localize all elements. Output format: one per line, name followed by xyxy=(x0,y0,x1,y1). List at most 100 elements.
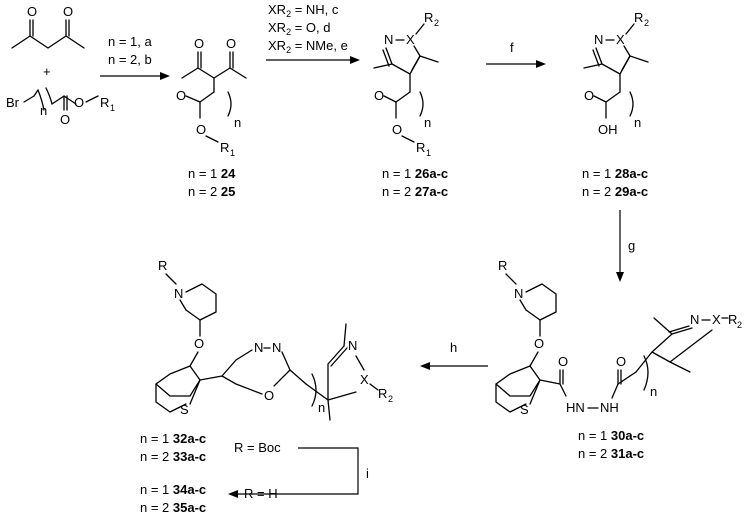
svg-text:X: X xyxy=(616,32,625,47)
svg-text:n: n xyxy=(234,115,241,130)
svg-text:OH: OH xyxy=(598,122,618,137)
svg-text:1: 1 xyxy=(230,148,235,158)
svg-text:S: S xyxy=(520,402,529,417)
svg-text:n = 2 29a-c: n = 2 29a-c xyxy=(582,184,648,199)
svg-text:O: O xyxy=(374,88,384,103)
svg-text:n = 2 25: n = 2 25 xyxy=(188,184,235,199)
svg-text:n = 2 31a-c: n = 2 31a-c xyxy=(578,446,644,461)
svg-text:N: N xyxy=(514,286,523,301)
svg-text:O: O xyxy=(584,88,594,103)
plus-sign: + xyxy=(43,64,51,79)
compound-label-34: n = 1 34a-c xyxy=(140,482,206,497)
svg-text:N: N xyxy=(254,340,263,355)
svg-text:O: O xyxy=(226,36,236,51)
svg-text:X: X xyxy=(406,32,415,47)
acetylacetone-structure: O O xyxy=(11,4,85,49)
svg-text:X: X xyxy=(712,312,721,327)
compound-label-25: n = 2 25 xyxy=(188,184,235,199)
reaction-arrow-i xyxy=(236,447,359,495)
compound-label-35: n = 2 35a-c xyxy=(140,500,206,515)
compound-24-25-structure: O O n O O R 1 xyxy=(176,36,247,158)
svg-text:n = 1 34a-c: n = 1 34a-c xyxy=(140,482,206,497)
repeat-n: n xyxy=(40,103,47,118)
compound-label-29: n = 2 29a-c xyxy=(582,184,648,199)
svg-text:N: N xyxy=(690,312,699,327)
svg-text:n: n xyxy=(424,115,431,130)
svg-text:1: 1 xyxy=(110,103,115,113)
svg-text:R: R xyxy=(498,258,507,273)
svg-text:n = 2 27a-c: n = 2 27a-c xyxy=(382,184,448,199)
svg-text:O: O xyxy=(264,388,274,403)
svg-text:R: R xyxy=(424,10,433,25)
condition-h: h xyxy=(450,340,457,355)
svg-text:2: 2 xyxy=(388,394,393,404)
svg-text:O: O xyxy=(616,354,626,369)
condition-e: XR2 = NMe, e xyxy=(268,38,348,55)
condition-n1-a: n = 1, a xyxy=(108,34,152,49)
svg-text:O: O xyxy=(196,122,206,137)
svg-text:O: O xyxy=(558,354,568,369)
atom-o: O xyxy=(27,4,37,19)
arrowhead xyxy=(420,362,430,370)
svg-text:N: N xyxy=(594,32,603,47)
compound-label-33: n = 2 33a-c xyxy=(140,449,206,464)
svg-text:n = 1 26a-c: n = 1 26a-c xyxy=(382,166,448,181)
svg-text:n = 1 32a-c: n = 1 32a-c xyxy=(140,431,206,446)
r-group-h: R = H xyxy=(244,486,278,501)
bromoester-structure: Br n O O R 1 xyxy=(6,87,115,127)
compound-label-26: n = 1 26a-c xyxy=(382,166,448,181)
svg-text:2: 2 xyxy=(737,320,742,330)
svg-text:N: N xyxy=(174,286,183,301)
compound-label-30: n = 1 30a-c xyxy=(578,428,644,443)
svg-text:n = 2 35a-c: n = 2 35a-c xyxy=(140,500,206,515)
svg-text:n: n xyxy=(650,384,657,399)
arrowhead xyxy=(616,272,624,282)
svg-text:R: R xyxy=(634,10,643,25)
atom-o: O xyxy=(74,95,84,110)
atom-br: Br xyxy=(6,95,20,110)
condition-f: f xyxy=(510,40,514,55)
svg-text:R: R xyxy=(220,140,229,155)
arrowhead xyxy=(536,60,546,68)
arrowhead xyxy=(228,490,238,498)
svg-text:R: R xyxy=(728,312,737,327)
svg-text:N: N xyxy=(272,340,281,355)
compound-label-24: n = 1 24 xyxy=(188,166,236,181)
svg-text:R: R xyxy=(100,95,109,110)
svg-text:1: 1 xyxy=(426,148,431,158)
compound-label-27: n = 2 27a-c xyxy=(382,184,448,199)
svg-text:O: O xyxy=(176,88,186,103)
svg-text:n = 1 30a-c: n = 1 30a-c xyxy=(578,428,644,443)
atom-o: O xyxy=(60,112,70,127)
condition-d: XR2 = O, d xyxy=(268,20,330,37)
svg-text:O: O xyxy=(194,336,204,351)
svg-text:2: 2 xyxy=(434,18,439,28)
compound-label-31: n = 2 31a-c xyxy=(578,446,644,461)
svg-text:N: N xyxy=(384,32,393,47)
compound-26-27-structure: N X R 2 n O O R 1 xyxy=(373,10,439,158)
svg-text:n = 1 28a-c: n = 1 28a-c xyxy=(582,166,648,181)
arrowhead xyxy=(160,72,170,80)
svg-text:NH: NH xyxy=(600,400,619,415)
compound-label-32: n = 1 32a-c xyxy=(140,431,206,446)
svg-text:S: S xyxy=(180,402,189,417)
compound-32-33-structure: R N O S N N O n N X R 2 xyxy=(155,258,393,421)
svg-text:n = 1 24: n = 1 24 xyxy=(188,166,236,181)
condition-n2-b: n = 2, b xyxy=(108,52,152,67)
svg-text:n: n xyxy=(318,400,325,415)
svg-text:N: N xyxy=(348,338,357,353)
svg-text:O: O xyxy=(194,36,204,51)
svg-text:n: n xyxy=(634,115,641,130)
condition-i: i xyxy=(366,466,369,481)
svg-text:X: X xyxy=(360,372,369,387)
svg-text:2: 2 xyxy=(644,18,649,28)
svg-text:O: O xyxy=(392,122,402,137)
condition-c: XR2 = NH, c xyxy=(268,2,339,19)
condition-g: g xyxy=(628,238,635,253)
atom-o: O xyxy=(63,4,73,19)
svg-text:HN: HN xyxy=(566,400,585,415)
compound-28-29-structure: N X R 2 n O OH xyxy=(583,10,649,137)
svg-text:n = 2 33a-c: n = 2 33a-c xyxy=(140,449,206,464)
compound-label-28: n = 1 28a-c xyxy=(582,166,648,181)
